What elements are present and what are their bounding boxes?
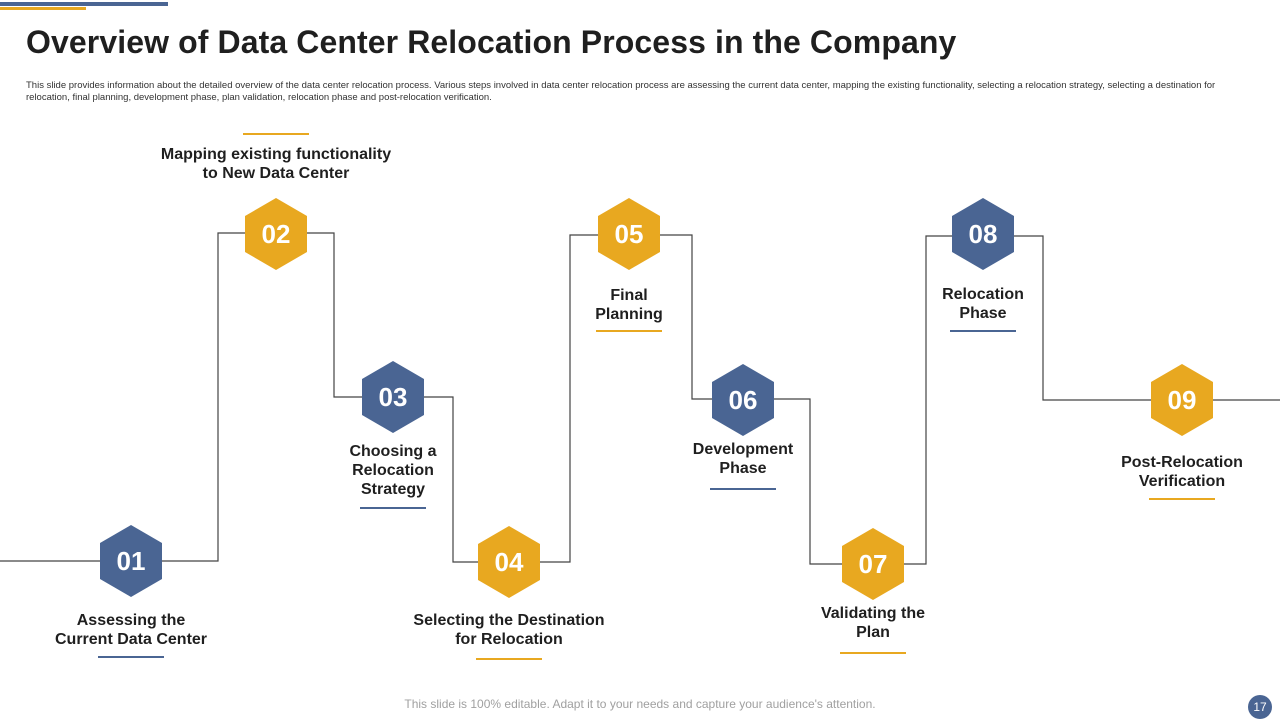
- footer-note: This slide is 100% editable. Adapt it to…: [404, 697, 876, 711]
- step-number: 02: [261, 218, 291, 249]
- step-number: 05: [614, 218, 644, 249]
- step-01-label: Assessing the Current Data Center: [54, 612, 208, 648]
- step-number: 08: [968, 218, 998, 249]
- step-09-label: Post-Relocation Verification: [1121, 454, 1243, 490]
- step-number: 03: [378, 381, 408, 412]
- step-04-label: Selecting the Destination for Relocation: [413, 612, 605, 648]
- step-02-label: Mapping existing functionality to New Da…: [160, 146, 392, 182]
- step-08-label: Relocation Phase: [942, 286, 1024, 322]
- step-03-label: Choosing a Relocation Strategy: [349, 443, 437, 498]
- step-number: 06: [728, 384, 758, 415]
- page-number-badge: 17: [1248, 695, 1272, 719]
- step-04-underline: [476, 658, 542, 660]
- step-07-underline: [840, 652, 906, 654]
- step-05-label: Final Planning: [595, 287, 663, 323]
- step-09-underline: [1149, 498, 1215, 500]
- step-06-underline: [710, 488, 776, 490]
- accent-bar-gold: [0, 7, 86, 10]
- step-01-underline: [98, 656, 164, 658]
- step-number: 07: [858, 548, 888, 579]
- step-08-underline: [950, 330, 1016, 332]
- step-03-hexagon: 03: [362, 361, 424, 433]
- step-number: 04: [494, 546, 524, 577]
- accent-bar-blue: [0, 2, 168, 6]
- step-number: 01: [116, 545, 146, 576]
- step-05-underline: [596, 330, 662, 332]
- step-02-underline: [243, 133, 309, 135]
- step-07-label: Validating the Plan: [820, 605, 925, 641]
- step-03-underline: [360, 507, 426, 509]
- step-09-hexagon: 09: [1151, 364, 1213, 436]
- step-06-label: Development Phase: [692, 441, 794, 477]
- step-number: 09: [1167, 384, 1197, 415]
- step-01-hexagon: 01: [100, 525, 162, 597]
- slide-subtitle: This slide provides information about th…: [26, 80, 1216, 103]
- slide-title: Overview of Data Center Relocation Proce…: [26, 24, 957, 60]
